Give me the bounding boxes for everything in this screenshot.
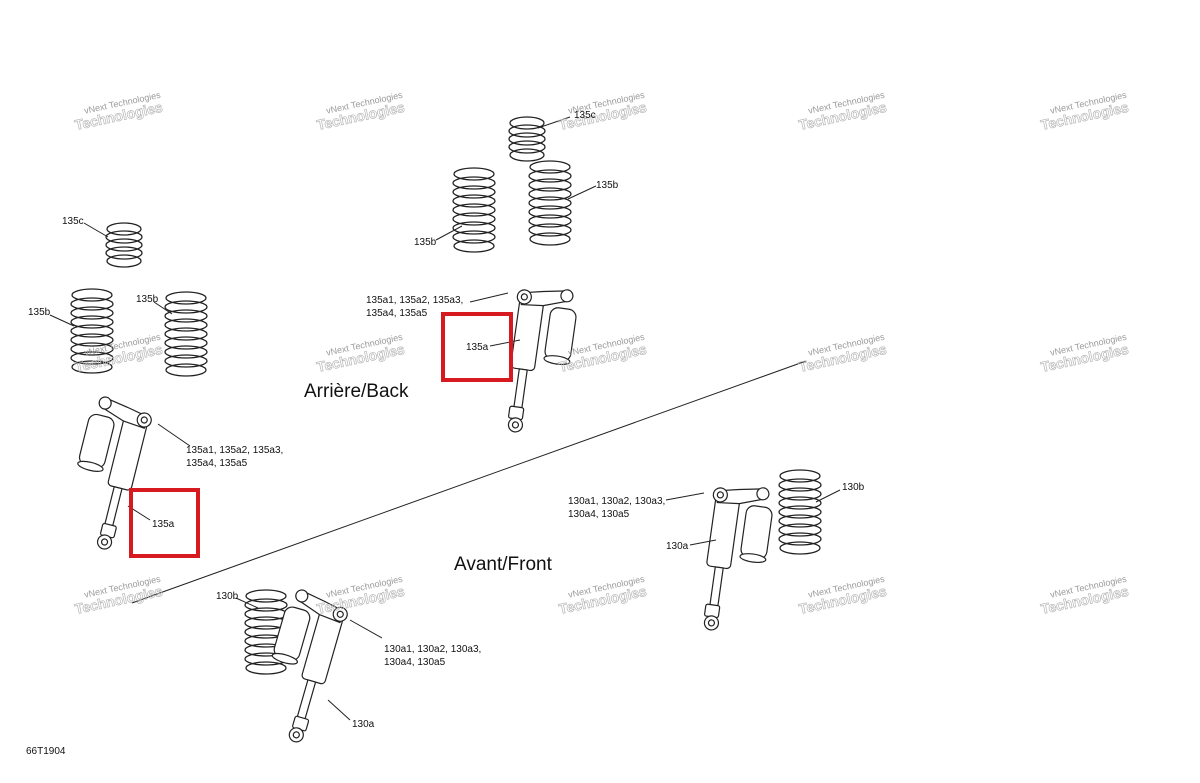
callout-135c-left: 135c [62,216,84,227]
leader-lines [49,116,841,721]
callout-130b-bottom: 130b [216,591,239,602]
callout-130a-bottom-line2: 130a4, 130a5 [384,657,446,668]
callout-135a-center: 135a [466,342,489,353]
shock-130a-right [694,480,777,637]
callout-135b-top-left: 135b [414,237,437,248]
callout-130a-right-line1: 130a1, 130a2, 130a3, [568,496,665,507]
section-label-rear: Arrière/Back [304,381,409,402]
spring-135b-left-2 [163,291,209,379]
callout-135b-left-1: 135b [28,307,51,318]
callout-130a-bottom: 130a [352,719,375,730]
spring-135c-left [105,222,143,268]
callout-135a-left: 135a [152,519,175,530]
callout-130a-right-line2: 130a4, 130a5 [568,509,630,520]
callout-135b-top: 135b [596,180,619,191]
highlight-box-135a-left [129,488,200,558]
callout-135a-center-line1: 135a1, 135a2, 135a3, [366,295,463,306]
figure-id: 66T1904 [26,746,66,757]
shock-135a-left [58,393,155,554]
spring-135c-top [508,116,546,162]
section-label-front: Avant/Front [454,554,553,575]
highlight-box-135a-center [441,312,513,382]
spring-130b-right [777,469,823,557]
section-divider-line [131,360,807,604]
spring-135b-top-left [451,167,497,255]
callout-135c-top: 135c [574,110,596,121]
callout-135a-left-line1: 135a1, 135a2, 135a3, [186,445,283,456]
callout-135b-left-2: 135b [136,294,159,305]
callout-135a-center-line2: 135a4, 135a5 [366,308,428,319]
callout-130a-right: 130a [666,541,689,552]
callout-130a-bottom-line1: 130a1, 130a2, 130a3, [384,644,481,655]
spring-135b-top-right [527,160,573,248]
callout-130b-right: 130b [842,482,865,493]
callout-135a-left-line2: 135a4, 135a5 [186,458,248,469]
